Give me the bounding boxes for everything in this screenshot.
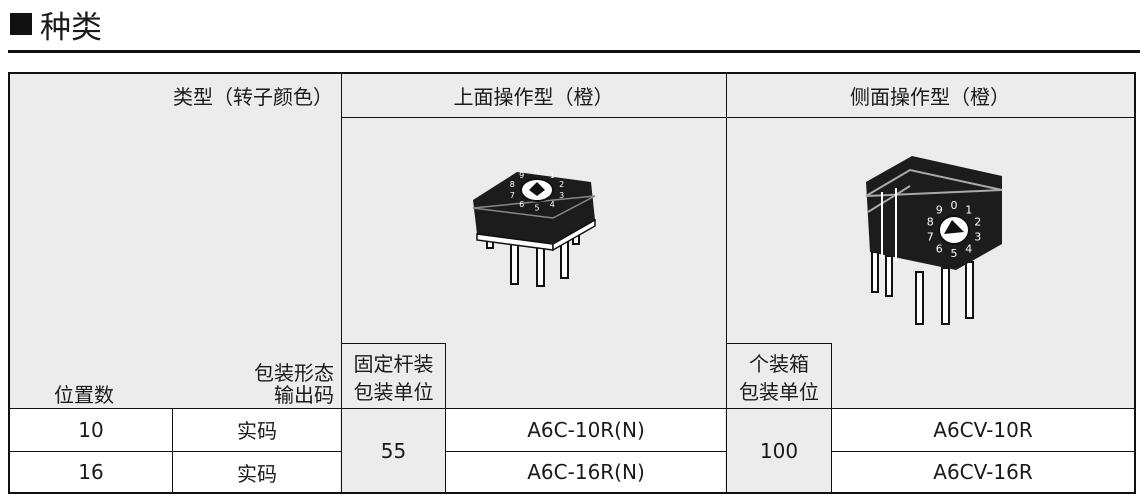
tube-label-1: 固定杆装 bbox=[353, 351, 434, 376]
dial-digit: 0 bbox=[951, 199, 958, 212]
row-divider-left bbox=[10, 451, 341, 452]
row-left-bg bbox=[10, 408, 340, 492]
side-operation-header: 侧面操作型（橙） bbox=[850, 85, 1010, 109]
positions-label: 位置数 bbox=[54, 382, 114, 407]
dial-digit: 1 bbox=[550, 171, 555, 180]
dial-digit: 4 bbox=[550, 200, 555, 209]
dial-digit: 3 bbox=[559, 191, 564, 200]
dial-digit: 4 bbox=[965, 242, 972, 255]
row-2-positions: 16 bbox=[78, 460, 104, 484]
square-bullet-icon bbox=[10, 13, 32, 35]
box-label-1: 个装箱 bbox=[749, 351, 809, 376]
dial-digit: 3 bbox=[974, 230, 981, 243]
col-divider-1 bbox=[341, 74, 342, 492]
dial-digit: 8 bbox=[927, 216, 934, 229]
row-side-model-bg bbox=[831, 408, 1134, 492]
col-divider-tube bbox=[445, 343, 446, 492]
dial-digit: 5 bbox=[534, 204, 539, 213]
row-2-code: 实码 bbox=[237, 461, 277, 486]
tube-box-top bbox=[341, 343, 445, 344]
product-table: 类型（转子颜色） 上面操作型（橙） 侧面操作型（橙） 包装形态 输出码 位置数 … bbox=[8, 72, 1136, 494]
dial-digit: 9 bbox=[519, 171, 524, 180]
dial-digit: 9 bbox=[936, 204, 943, 217]
row-1-code: 实码 bbox=[237, 419, 277, 443]
col-divider-positions bbox=[172, 408, 173, 492]
dial-digit: 2 bbox=[974, 216, 981, 229]
header-divider bbox=[341, 117, 1134, 118]
dial-digit: 5 bbox=[951, 247, 958, 260]
dial-digit: 6 bbox=[936, 242, 943, 255]
row-1-side-model: A6CV-10R bbox=[933, 417, 1033, 442]
row-divider-side-model bbox=[831, 451, 1134, 452]
pack-form-label: 包装形态 bbox=[254, 360, 334, 385]
heading-text: 种类 bbox=[40, 9, 102, 46]
col-divider-box bbox=[831, 343, 832, 492]
col-divider-2 bbox=[726, 74, 727, 492]
row-2-side-model: A6CV-16R bbox=[933, 460, 1033, 484]
top-dial-digits: 9 0 12 34 5 67 8 bbox=[510, 168, 564, 213]
dial-digit: 0 bbox=[534, 168, 539, 177]
output-code-label: 输出码 bbox=[274, 382, 334, 407]
top-pack-unit: 55 bbox=[380, 438, 407, 463]
dial-digit: 8 bbox=[510, 180, 515, 189]
dial-digit: 7 bbox=[510, 191, 515, 200]
dial-digit: 1 bbox=[965, 204, 972, 217]
side-pack-unit: 100 bbox=[759, 438, 799, 463]
row-divider-top-model bbox=[445, 451, 726, 452]
tube-label-2: 包装单位 bbox=[353, 379, 434, 404]
row-2-top-model: A6C-16R(N) bbox=[527, 460, 645, 484]
dial-digit: 7 bbox=[927, 230, 934, 243]
dial-digit: 6 bbox=[519, 200, 524, 209]
type-header: 类型（转子颜色） bbox=[173, 85, 333, 109]
box-label-2: 包装单位 bbox=[739, 379, 819, 404]
data-top-line bbox=[10, 408, 1134, 409]
section-heading: 种类 bbox=[10, 4, 102, 46]
row-1-positions: 10 bbox=[78, 417, 104, 442]
top-operation-header: 上面操作型（橙） bbox=[453, 85, 614, 109]
row-1-top-model: A6C-10R(N) bbox=[527, 417, 645, 442]
dial-digit: 2 bbox=[559, 180, 564, 189]
heading-rule bbox=[8, 50, 1140, 53]
box-box-top bbox=[726, 343, 831, 344]
row-top-model-bg bbox=[445, 408, 725, 492]
top-operation-switch-image: 9 0 12 34 5 67 8 bbox=[472, 168, 596, 287]
